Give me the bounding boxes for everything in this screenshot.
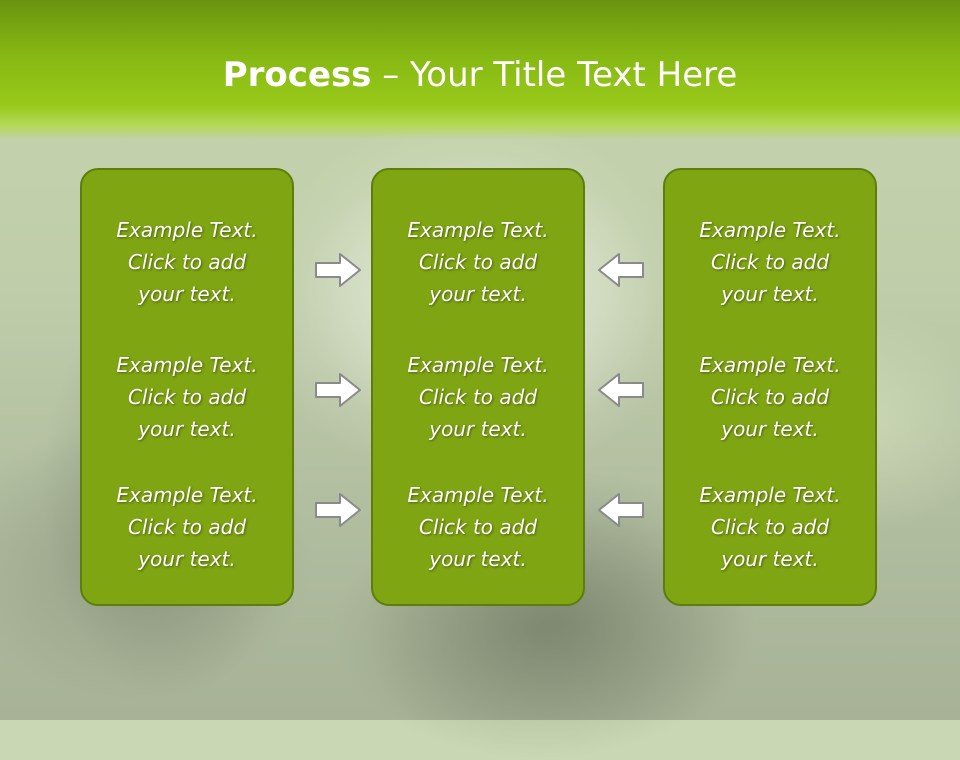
left-arrow-icon	[598, 253, 644, 287]
text-line: Example Text.	[407, 483, 549, 507]
text-line: your text.	[721, 282, 819, 306]
right-arrow-icon	[315, 253, 361, 287]
right-arrow-icon	[315, 373, 361, 407]
text-line: Click to add	[418, 515, 538, 539]
text-line: Example Text.	[116, 483, 258, 507]
left-arrow-icon	[598, 373, 644, 407]
text-line: your text.	[721, 417, 819, 441]
text-line: Example Text.	[699, 483, 841, 507]
process-box-left[interactable]: Example Text. Click to add your text. Ex…	[80, 168, 294, 606]
text-line: Click to add	[710, 515, 830, 539]
text-block[interactable]: Example Text. Click to add your text.	[665, 479, 875, 575]
text-line: Example Text.	[116, 218, 258, 242]
text-block[interactable]: Example Text. Click to add your text.	[82, 349, 292, 445]
text-line: Click to add	[710, 250, 830, 274]
text-line: your text.	[429, 547, 527, 571]
text-line: Click to add	[127, 250, 247, 274]
text-block[interactable]: Example Text. Click to add your text.	[373, 479, 583, 575]
text-line: Click to add	[418, 250, 538, 274]
text-block[interactable]: Example Text. Click to add your text.	[82, 214, 292, 310]
text-block[interactable]: Example Text. Click to add your text.	[373, 349, 583, 445]
text-line: your text.	[721, 547, 819, 571]
text-line: Example Text.	[116, 353, 258, 377]
text-line: Example Text.	[407, 218, 549, 242]
text-block[interactable]: Example Text. Click to add your text.	[665, 214, 875, 310]
text-block[interactable]: Example Text. Click to add your text.	[665, 349, 875, 445]
text-line: your text.	[138, 282, 236, 306]
text-line: Example Text.	[407, 353, 549, 377]
text-line: Click to add	[710, 385, 830, 409]
text-line: Example Text.	[699, 218, 841, 242]
text-block[interactable]: Example Text. Click to add your text.	[82, 479, 292, 575]
text-line: your text.	[429, 417, 527, 441]
process-box-right[interactable]: Example Text. Click to add your text. Ex…	[663, 168, 877, 606]
text-line: Example Text.	[699, 353, 841, 377]
text-line: Click to add	[127, 515, 247, 539]
text-line: Click to add	[127, 385, 247, 409]
process-box-center[interactable]: Example Text. Click to add your text. Ex…	[371, 168, 585, 606]
text-line: your text.	[138, 547, 236, 571]
slide-title[interactable]: Process – Your Title Text Here	[0, 52, 960, 98]
text-block[interactable]: Example Text. Click to add your text.	[373, 214, 583, 310]
text-line: your text.	[138, 417, 236, 441]
left-arrow-icon	[598, 493, 644, 527]
text-line: Click to add	[418, 385, 538, 409]
title-bold: Process	[222, 55, 372, 95]
title-bar	[0, 0, 960, 140]
right-arrow-icon	[315, 493, 361, 527]
text-line: your text.	[429, 282, 527, 306]
title-rest: – Your Title Text Here	[371, 55, 738, 95]
